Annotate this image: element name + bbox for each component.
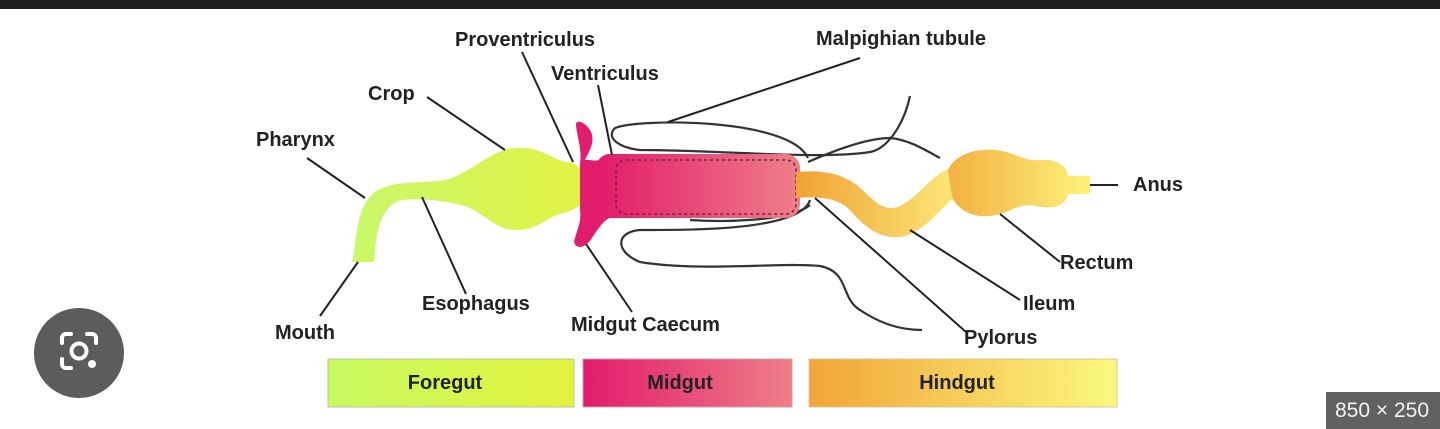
label-rectum: Rectum [1060,252,1133,274]
legend-midgut-label: Midgut [647,372,713,394]
labels: Proventriculus Malpighian tubule Ventric… [256,28,1183,349]
hindgut-ileum [796,168,958,238]
label-ventriculus: Ventriculus [551,63,659,85]
label-pylorus: Pylorus [964,327,1037,349]
legend-foregut-label: Foregut [408,372,483,394]
image-dimensions-badge: 850 × 250 [1326,392,1440,429]
legend-foregut: Foregut [327,358,575,408]
window-top-bar [0,0,1440,9]
tubule-upper-2 [807,136,941,164]
leader-rectum [999,213,1061,263]
legend: Foregut Midgut Hindgut [327,358,1118,408]
lens-camera-icon [54,326,104,381]
leader-pylorus [814,197,967,333]
leader-proventriculus [521,51,574,163]
leader-crop [426,96,506,151]
label-esophagus: Esophagus [422,293,530,315]
hindgut-rectum [948,149,1090,217]
label-pharynx: Pharynx [256,129,335,151]
leader-pharynx [306,157,366,199]
foregut-shape [352,147,586,262]
leader-midgut-caecum [585,243,633,313]
label-malpighian-tubule: Malpighian tubule [816,28,986,50]
tubule-lower-1 [620,199,923,332]
leader-ventriculus [597,84,613,156]
label-mouth: Mouth [275,322,335,344]
tubule-lower-2 [689,204,811,222]
leader-lines [306,51,1118,333]
legend-hindgut-label: Hindgut [919,372,995,394]
leader-ileum [909,229,1021,301]
tubule-upper-1 [610,95,912,159]
label-proventriculus: Proventriculus [455,29,595,51]
label-ileum: Ileum [1023,293,1075,315]
label-anus: Anus [1133,174,1183,196]
malpighian-tubules [610,95,941,332]
leader-esophagus [421,196,467,295]
label-midgut-caecum: Midgut Caecum [571,314,720,336]
legend-midgut: Midgut [582,358,793,408]
leader-mouth [319,261,359,317]
legend-hindgut: Hindgut [808,358,1118,408]
leader-malpighian [667,57,861,123]
ventriculus-body [596,154,800,218]
lens-search-button[interactable] [34,308,124,398]
label-crop: Crop [368,83,415,105]
